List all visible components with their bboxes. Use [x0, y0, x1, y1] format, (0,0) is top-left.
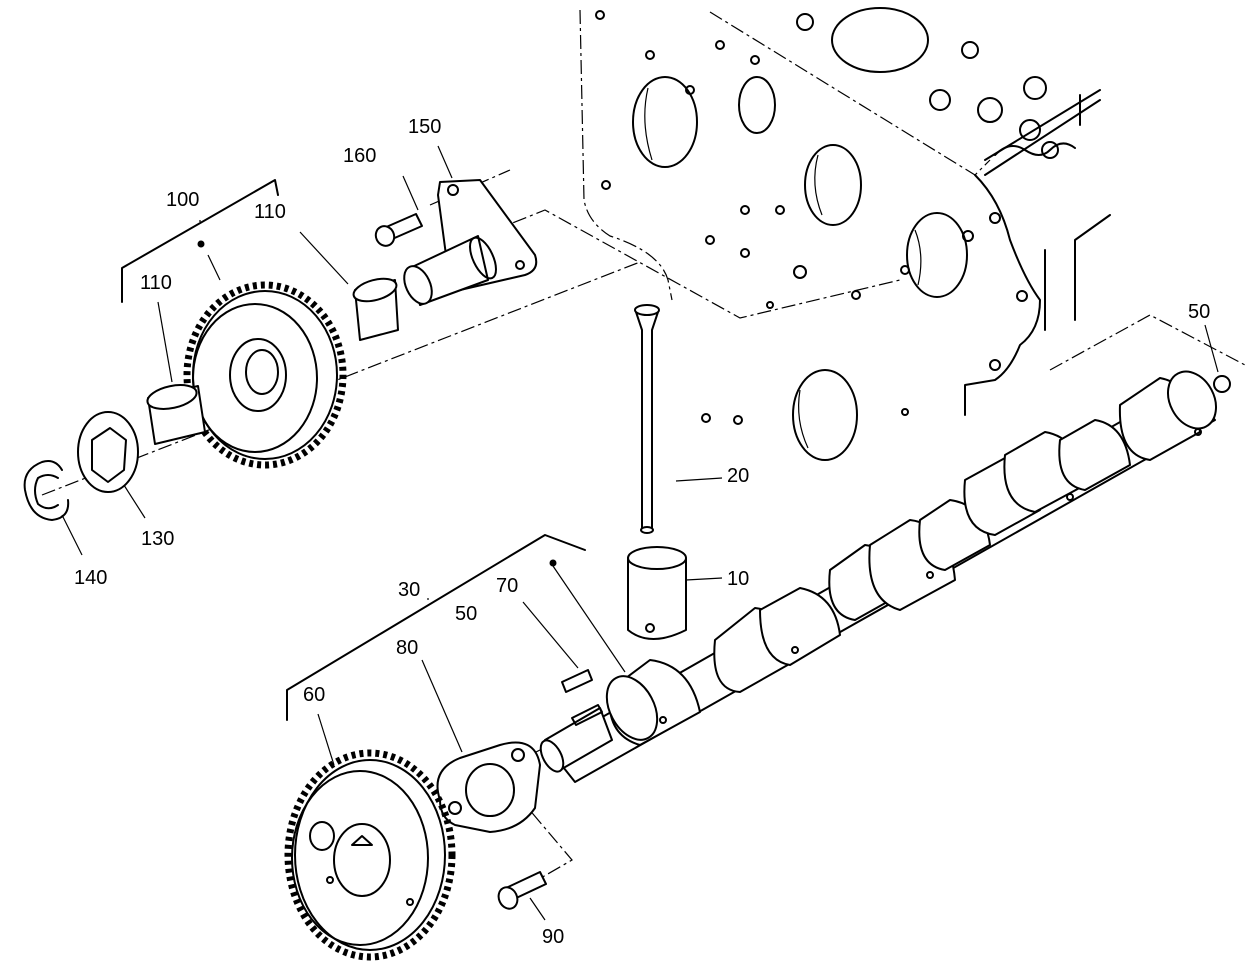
callout-140: 140	[74, 567, 107, 589]
cam-gear	[284, 749, 456, 961]
leader-lines	[61, 145, 1219, 921]
callout-50-ring: 50	[1188, 301, 1210, 323]
callout-160: 160	[343, 145, 376, 167]
camshaft	[539, 370, 1217, 783]
bushing-rear	[146, 384, 206, 445]
callout-80: 80	[396, 637, 418, 659]
idler-shaft	[403, 179, 538, 306]
callout-110-front: 110	[254, 201, 286, 223]
callout-130: 130	[141, 528, 174, 550]
thrust-plate	[436, 741, 541, 833]
callout-20: 20	[727, 465, 749, 487]
callout-90: 90	[542, 926, 564, 948]
tappet	[627, 546, 687, 640]
idler-gear	[183, 281, 347, 469]
callout-60: 60	[303, 684, 325, 706]
callout-50-camshaft: 50	[455, 603, 477, 625]
bolt-160	[374, 213, 423, 247]
callout-10: 10	[727, 568, 749, 590]
bolt-90	[497, 871, 547, 910]
callout-70: 70	[496, 575, 518, 597]
callout-30: 30	[398, 579, 420, 601]
snap-ring	[23, 460, 70, 521]
thrust-washer	[77, 411, 139, 493]
engine-block	[579, 7, 1111, 461]
key	[561, 669, 593, 693]
push-rod	[634, 304, 660, 534]
callout-110-rear: 110	[140, 272, 172, 294]
callout-150: 150	[408, 116, 441, 138]
camshaft-lobes	[605, 370, 1217, 746]
bushing-front	[352, 277, 399, 341]
callout-100: 100	[166, 189, 199, 211]
callout-labels: 150 160 100 110 110 50 20 130 140 10 30 …	[74, 116, 1210, 948]
plug-ring	[1213, 375, 1231, 393]
